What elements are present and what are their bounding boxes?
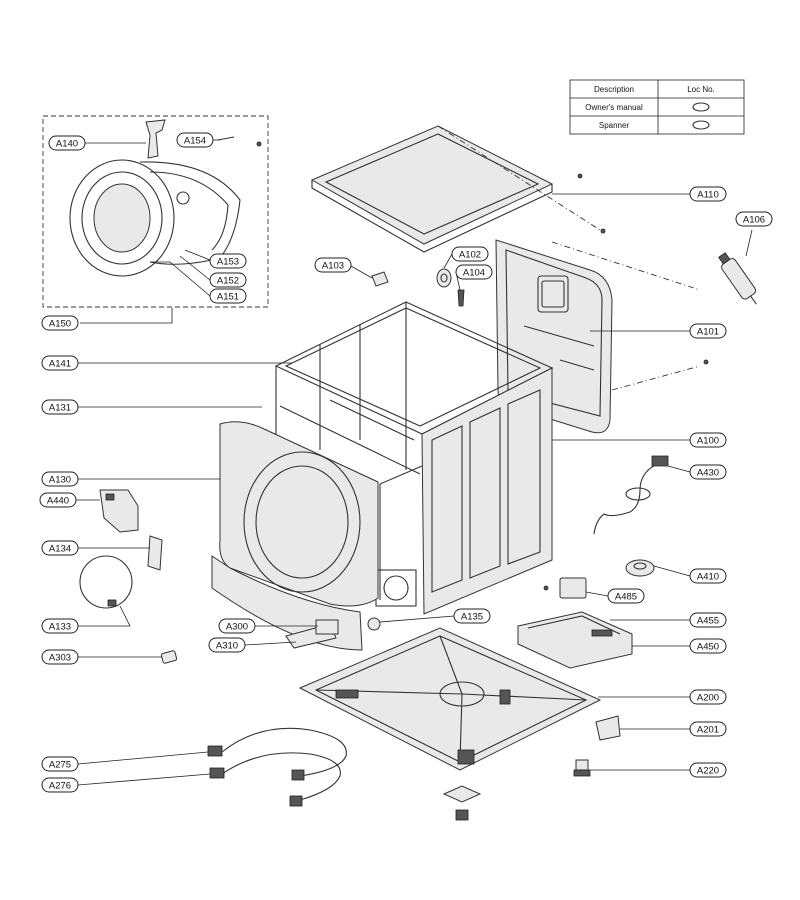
callout-a152: A152 <box>209 272 247 288</box>
svg-text:A276: A276 <box>49 781 71 792</box>
callout-a103: A103 <box>314 257 352 273</box>
callout-a455: A455 <box>689 612 727 628</box>
svg-text:A310: A310 <box>216 641 238 652</box>
callout-a135: A135 <box>453 608 491 624</box>
svg-text:A440: A440 <box>47 496 69 507</box>
svg-text:A100: A100 <box>697 436 719 447</box>
table-header-description: Description <box>594 85 634 94</box>
callout-a100: A100 <box>689 432 727 448</box>
hoses <box>207 727 347 807</box>
callout-a201: A201 <box>689 721 727 737</box>
callout-a153: A153 <box>209 253 247 269</box>
callout-a300: A300 <box>218 618 256 634</box>
callout-a220: A220 <box>689 762 727 778</box>
svg-text:A153: A153 <box>217 257 239 268</box>
svg-text:A140: A140 <box>56 139 78 150</box>
callout-a440: A440 <box>39 492 77 508</box>
top-plate <box>310 125 601 253</box>
callout-a200: A200 <box>689 689 727 705</box>
callout-a131: A131 <box>41 399 79 415</box>
callouts: A140 A154 A153 A152 A151 A150 A103 A102 <box>39 132 773 793</box>
svg-text:A154: A154 <box>184 136 206 147</box>
small-top-parts <box>371 252 757 307</box>
svg-text:A134: A134 <box>49 544 71 555</box>
svg-text:A110: A110 <box>697 190 718 201</box>
callout-a430: A430 <box>689 464 727 480</box>
table-row-spanner: Spanner <box>599 121 630 130</box>
svg-text:A300: A300 <box>226 622 248 633</box>
callout-a130: A130 <box>41 471 79 487</box>
accessory-table: Description Loc No. Owner's manual Spann… <box>569 79 745 135</box>
svg-text:A103: A103 <box>322 261 344 272</box>
svg-text:A430: A430 <box>697 468 719 479</box>
table-row-owners-manual: Owner's manual <box>585 103 643 112</box>
svg-text:A455: A455 <box>697 616 719 627</box>
callout-a151: A151 <box>209 288 247 304</box>
svg-text:A450: A450 <box>697 642 719 653</box>
leader-lines <box>76 139 753 786</box>
callout-a150: A150 <box>41 315 79 331</box>
svg-text:A201: A201 <box>697 725 719 736</box>
loc-mark-owners-manual <box>692 102 710 112</box>
door-assembly <box>42 115 269 308</box>
svg-text:A101: A101 <box>697 327 719 338</box>
callout-a275: A275 <box>41 756 79 772</box>
callout-a101: A101 <box>689 323 727 339</box>
svg-text:A130: A130 <box>49 475 71 486</box>
svg-text:A303: A303 <box>49 653 71 664</box>
callout-a102: A102 <box>451 246 489 262</box>
svg-text:A220: A220 <box>697 766 719 777</box>
svg-text:A200: A200 <box>697 693 719 704</box>
svg-text:A151: A151 <box>217 292 239 303</box>
svg-text:A152: A152 <box>217 276 239 287</box>
svg-text:A150: A150 <box>49 319 71 330</box>
callout-a106: A106 <box>735 211 773 227</box>
callout-a303: A303 <box>41 649 79 665</box>
svg-text:A410: A410 <box>697 572 719 583</box>
callout-a410: A410 <box>689 568 727 584</box>
left-parts <box>79 489 381 664</box>
svg-text:A485: A485 <box>615 592 637 603</box>
callout-a276: A276 <box>41 777 79 793</box>
callout-a133: A133 <box>41 618 79 634</box>
svg-text:A102: A102 <box>459 250 481 261</box>
callout-a310: A310 <box>208 637 246 653</box>
svg-text:A106: A106 <box>743 215 765 226</box>
svg-text:A104: A104 <box>463 268 485 279</box>
callout-a154: A154 <box>176 132 214 148</box>
callout-a104: A104 <box>455 264 493 280</box>
callout-a134: A134 <box>41 540 79 556</box>
callout-a140: A140 <box>48 135 86 151</box>
svg-text:A131: A131 <box>49 403 71 414</box>
loc-mark-spanner <box>692 120 710 130</box>
svg-text:A275: A275 <box>49 760 71 771</box>
callout-a485: A485 <box>607 588 645 604</box>
callout-a450: A450 <box>689 638 727 654</box>
callout-a110: A110 <box>689 186 727 202</box>
svg-text:A141: A141 <box>49 359 71 370</box>
right-parts <box>517 455 669 669</box>
table-header-loc: Loc No. <box>687 85 715 94</box>
base-frame <box>298 627 621 821</box>
svg-text:A133: A133 <box>49 622 71 633</box>
svg-text:A135: A135 <box>461 612 483 623</box>
callout-a141: A141 <box>41 355 79 371</box>
